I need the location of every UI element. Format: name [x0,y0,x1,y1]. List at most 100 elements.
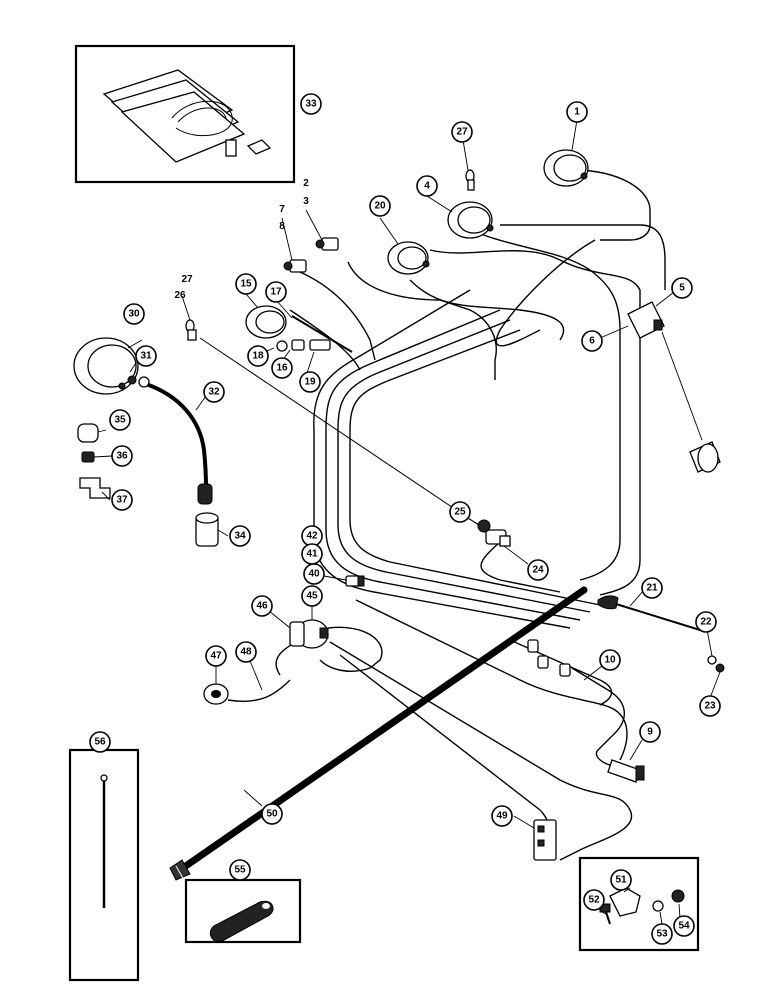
svg-text:55: 55 [234,865,246,876]
svg-text:50: 50 [266,809,278,820]
callout-40: 40 [303,563,325,585]
svg-text:33: 33 [305,99,317,110]
callout-22: 22 [695,611,717,633]
inset-box-clip [184,878,302,944]
callout-55: 55 [229,859,251,881]
label-27-left: 27 [181,274,193,285]
label-2: 2 [303,178,309,189]
callout-36: 36 [111,445,133,467]
callout-6: 6 [581,330,603,352]
choke-cable-21 [597,595,701,631]
tachometer-30 [73,337,139,395]
gauge-15 [245,305,287,339]
callout-5: 5 [671,277,693,299]
cable-32 [138,376,213,505]
callout-23: 23 [699,695,721,717]
gauge-20 [387,241,430,275]
svg-text:9: 9 [647,727,653,738]
svg-text:46: 46 [256,601,268,612]
callout-47: 47 [205,645,227,667]
callout-9: 9 [639,721,661,743]
inset-box-manual-kit [74,44,296,184]
svg-text:18: 18 [252,351,264,362]
connector-16-18-19 [276,315,353,353]
callout-20: 20 [369,195,391,217]
washer-22-23 [707,655,725,673]
callout-51: 51 [610,869,632,891]
callout-46: 46 [251,595,273,617]
svg-text:53: 53 [656,929,668,940]
callout-41: 41 [301,543,323,565]
svg-text:48: 48 [240,647,252,658]
inset-box-tie-strap [68,748,140,982]
svg-text:45: 45 [306,591,318,602]
lamp-socket-8 [283,259,307,273]
callout-33: 33 [300,93,322,115]
svg-text:31: 31 [140,351,152,362]
bulb-27-top [465,169,475,191]
svg-text:23: 23 [704,701,716,712]
svg-text:1: 1 [574,107,580,118]
svg-text:52: 52 [588,895,600,906]
label-3: 3 [303,196,309,207]
svg-text:34: 34 [234,531,246,542]
svg-text:37: 37 [116,495,128,506]
svg-text:56: 56 [94,737,106,748]
svg-text:27: 27 [456,127,468,138]
svg-text:40: 40 [308,569,320,580]
svg-text:19: 19 [304,377,316,388]
callout-45: 45 [301,585,323,607]
svg-text:49: 49 [496,811,508,822]
socket-47 [203,683,229,705]
callout-52: 52 [583,889,605,911]
callout-49: 49 [491,805,513,827]
callout-48: 48 [235,641,257,663]
wire-routes [199,169,666,861]
callout-15: 15 [235,273,257,295]
callout-56: 56 [89,731,111,753]
svg-text:41: 41 [306,549,318,560]
callout-16: 16 [271,357,293,379]
callout-21: 21 [641,577,663,599]
svg-text:25: 25 [454,507,466,518]
callout-4: 4 [416,175,438,197]
connector-49 [533,819,557,861]
svg-text:4: 4 [424,181,430,192]
gauge-4 [447,201,494,239]
main-harness-bundle [169,586,588,881]
callout-54: 54 [673,915,695,937]
gauge-1 [543,149,589,187]
lamp-socket-3 [315,237,339,251]
svg-text:10: 10 [604,655,616,666]
callout-34: 34 [229,525,251,547]
connector-40 [345,575,365,587]
callout-18: 18 [247,345,269,367]
svg-text:35: 35 [114,415,126,426]
svg-text:15: 15 [240,279,252,290]
svg-text:20: 20 [374,201,386,212]
callout-42: 42 [301,525,323,547]
svg-text:32: 32 [208,387,220,398]
svg-text:54: 54 [678,921,690,932]
svg-text:16: 16 [276,363,288,374]
svg-text:42: 42 [306,531,318,542]
adapter-34 [195,512,219,547]
svg-text:6: 6 [589,336,595,347]
switch-24 [477,519,511,547]
callout-10: 10 [599,649,621,671]
callout-53: 53 [651,923,673,945]
svg-text:17: 17 [270,287,282,298]
svg-text:22: 22 [700,617,712,628]
label-26: 26 [174,290,186,301]
callout-32: 32 [203,381,225,403]
switch-45 [289,619,329,649]
callout-1: 1 [566,101,588,123]
callout-31: 31 [135,345,157,367]
callout-25: 25 [449,501,471,523]
callout-19: 19 [299,371,321,393]
callout-24: 24 [527,559,549,581]
label-8: 8 [279,221,285,232]
callout-30: 30 [123,303,145,325]
fitting-35-36-37 [77,423,111,499]
sender-9 [607,759,645,783]
